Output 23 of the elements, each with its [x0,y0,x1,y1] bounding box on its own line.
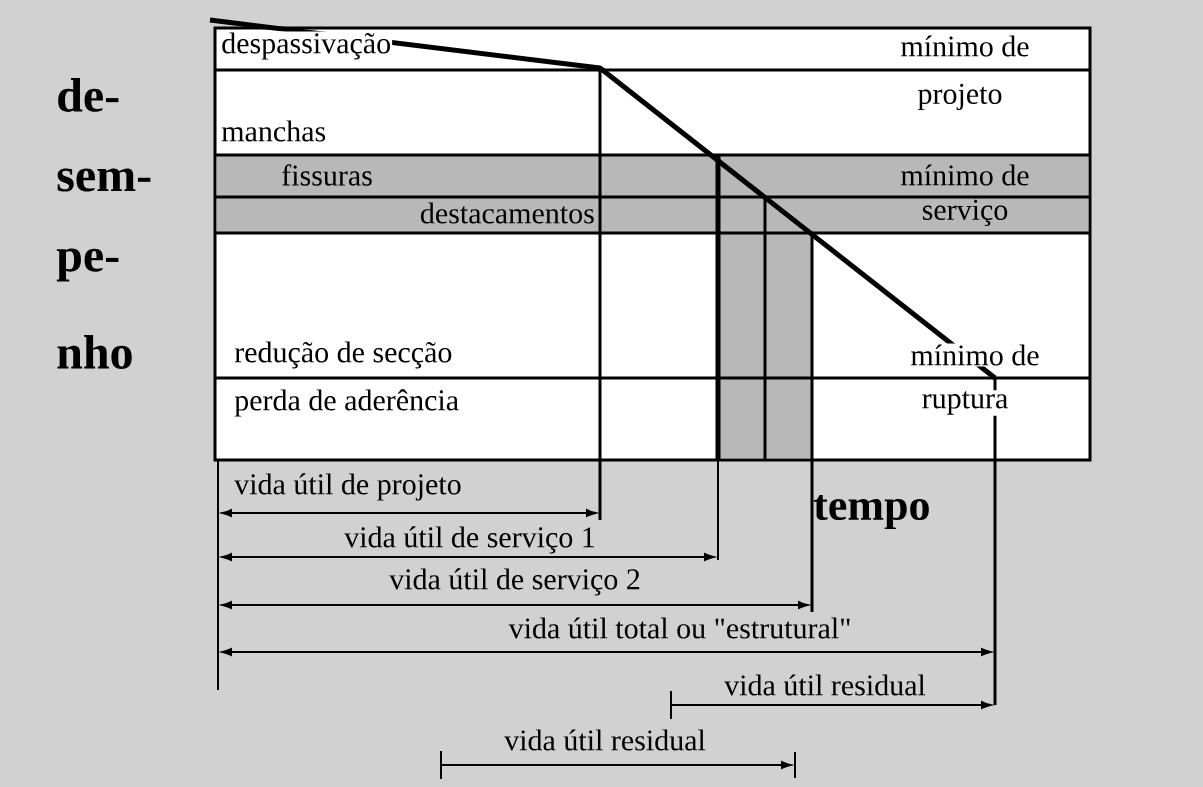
axis-label: tempo [813,494,929,530]
cell-text: manchas [221,120,326,142]
dimension-label: vida útil residual [724,674,926,696]
cell-text: despassivação [220,31,393,61]
dimension-label: vida útil de serviço 1 [344,526,595,554]
cell-text: serviço [922,199,1008,227]
dimension-label: vida útil residual [504,729,706,751]
dimension-label: vida útil de projeto [234,473,461,501]
axis-label: sem- [57,168,151,192]
cell-text: mínimo de [901,35,1029,57]
axis-label: pe- [56,248,119,282]
dimension-label: vida útil de serviço 2 [389,568,640,596]
axis-label: de- [58,78,119,112]
cell-text: projeto [918,83,1002,111]
cell-text: destacamentos [420,202,594,224]
cell-text: perda de aderência [234,389,459,417]
cell-text: mínimo de [909,343,1041,367]
cell-text: mínimo de [901,164,1029,186]
cell-text: redução de secção [234,341,452,369]
dimension-label: vida útil total ou "estrutural" [508,617,850,639]
cell-text: fissuras [282,164,372,186]
axis-label: nho [57,335,132,369]
cell-text: ruptura [920,390,1010,416]
